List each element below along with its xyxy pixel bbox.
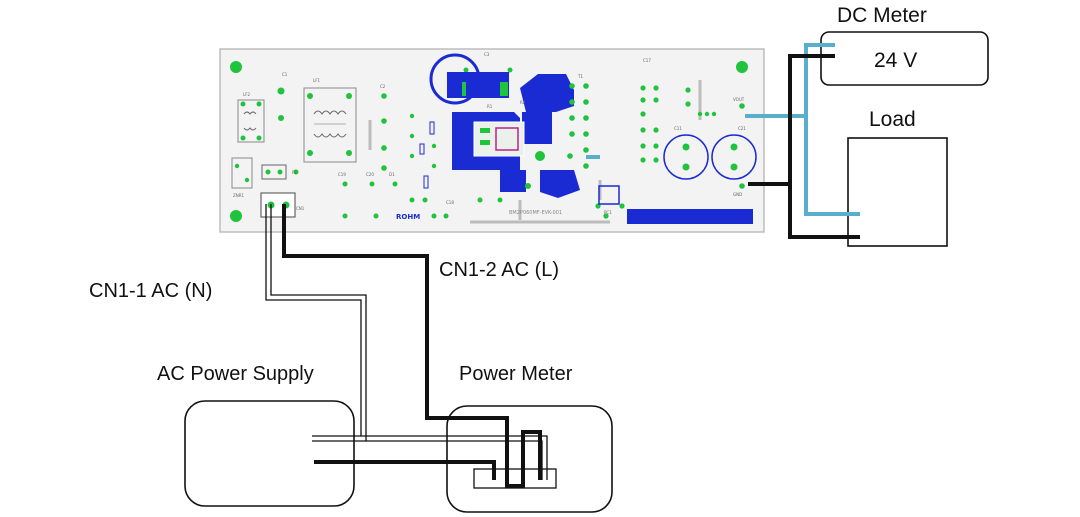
connector-cn1: [260, 192, 296, 218]
evaluation-board: C1 LF1 LF2 C2 C3 R1 R2 T1 C17 C11 C21 C1…: [219, 48, 765, 233]
svg-text:R1: R1: [487, 104, 493, 109]
svg-text:C19: C19: [338, 172, 346, 177]
dc-meter-label: DC Meter: [837, 4, 927, 27]
svg-text:C3: C3: [484, 52, 490, 57]
small-parts: [419, 121, 435, 189]
reference-designators: C1 LF1 LF2 C2 C3 R1 R2 T1 C17 C11 C21 C1…: [233, 52, 746, 215]
svg-text:F1: F1: [292, 170, 297, 175]
svg-text:R2: R2: [520, 100, 526, 105]
svg-text:PC1: PC1: [604, 210, 612, 215]
load-box: [847, 137, 948, 247]
mount-pad: [230, 61, 242, 73]
photocoupler-pc1: [598, 185, 620, 205]
secondary-copper: [627, 209, 753, 224]
vout-label: VOUT: [733, 97, 745, 102]
line-filter-lf1: [303, 87, 357, 163]
cn1-2-line-wire: [282, 204, 542, 488]
output-trace-stub: [586, 155, 600, 159]
svg-text:CN1: CN1: [296, 206, 305, 211]
svg-text:T1: T1: [577, 74, 583, 79]
svg-text:ZNR1: ZNR1: [233, 193, 245, 198]
dc-meter-box: [820, 31, 989, 86]
svg-text:C20: C20: [366, 172, 374, 177]
ac-power-supply-label: AC Power Supply: [157, 363, 314, 385]
load-label: Load: [869, 108, 916, 131]
control-ic-area: [462, 82, 545, 189]
cn1-1-label: CN1-1 AC (N): [89, 280, 212, 302]
mount-pad: [230, 210, 242, 222]
svg-text:C2: C2: [380, 84, 386, 89]
output-ground-wire: [748, 54, 860, 239]
ac-supply-internal-wires: [312, 435, 496, 480]
power-meter-box: [446, 405, 613, 513]
output-capacitors: [663, 134, 757, 180]
transformer-t1-pads: [567, 83, 589, 169]
varistor-znr1: [231, 157, 253, 189]
power-meter-label: Power Meter: [459, 363, 573, 385]
output-positive-wire: [745, 43, 860, 216]
svg-text:C17: C17: [643, 58, 651, 63]
cn1-2-label: CN1-2 AC (L): [439, 259, 559, 281]
svg-text:C21: C21: [738, 126, 746, 131]
dc-meter-reading: 24 V: [874, 49, 917, 72]
gnd-label: GND: [733, 192, 742, 197]
rohm-logo: ROHM: [396, 213, 420, 221]
svg-text:C18: C18: [446, 200, 454, 205]
line-filter-lf2: [237, 99, 265, 143]
svg-text:LF2: LF2: [243, 92, 251, 97]
secondary-pads: [595, 85, 745, 219]
mount-pad: [736, 61, 748, 73]
svg-text:C1: C1: [282, 72, 288, 77]
board-model-label: BM2P060MF-EVK-001: [509, 210, 562, 216]
svg-text:D1: D1: [389, 172, 395, 177]
cn1-1-neutral-wire: [265, 204, 548, 480]
fuse-f1: [261, 164, 299, 180]
svg-text:LF1: LF1: [313, 78, 321, 83]
svg-text:C11: C11: [674, 126, 682, 131]
component-pads: [277, 67, 513, 219]
ac-power-supply-box: [184, 400, 355, 507]
